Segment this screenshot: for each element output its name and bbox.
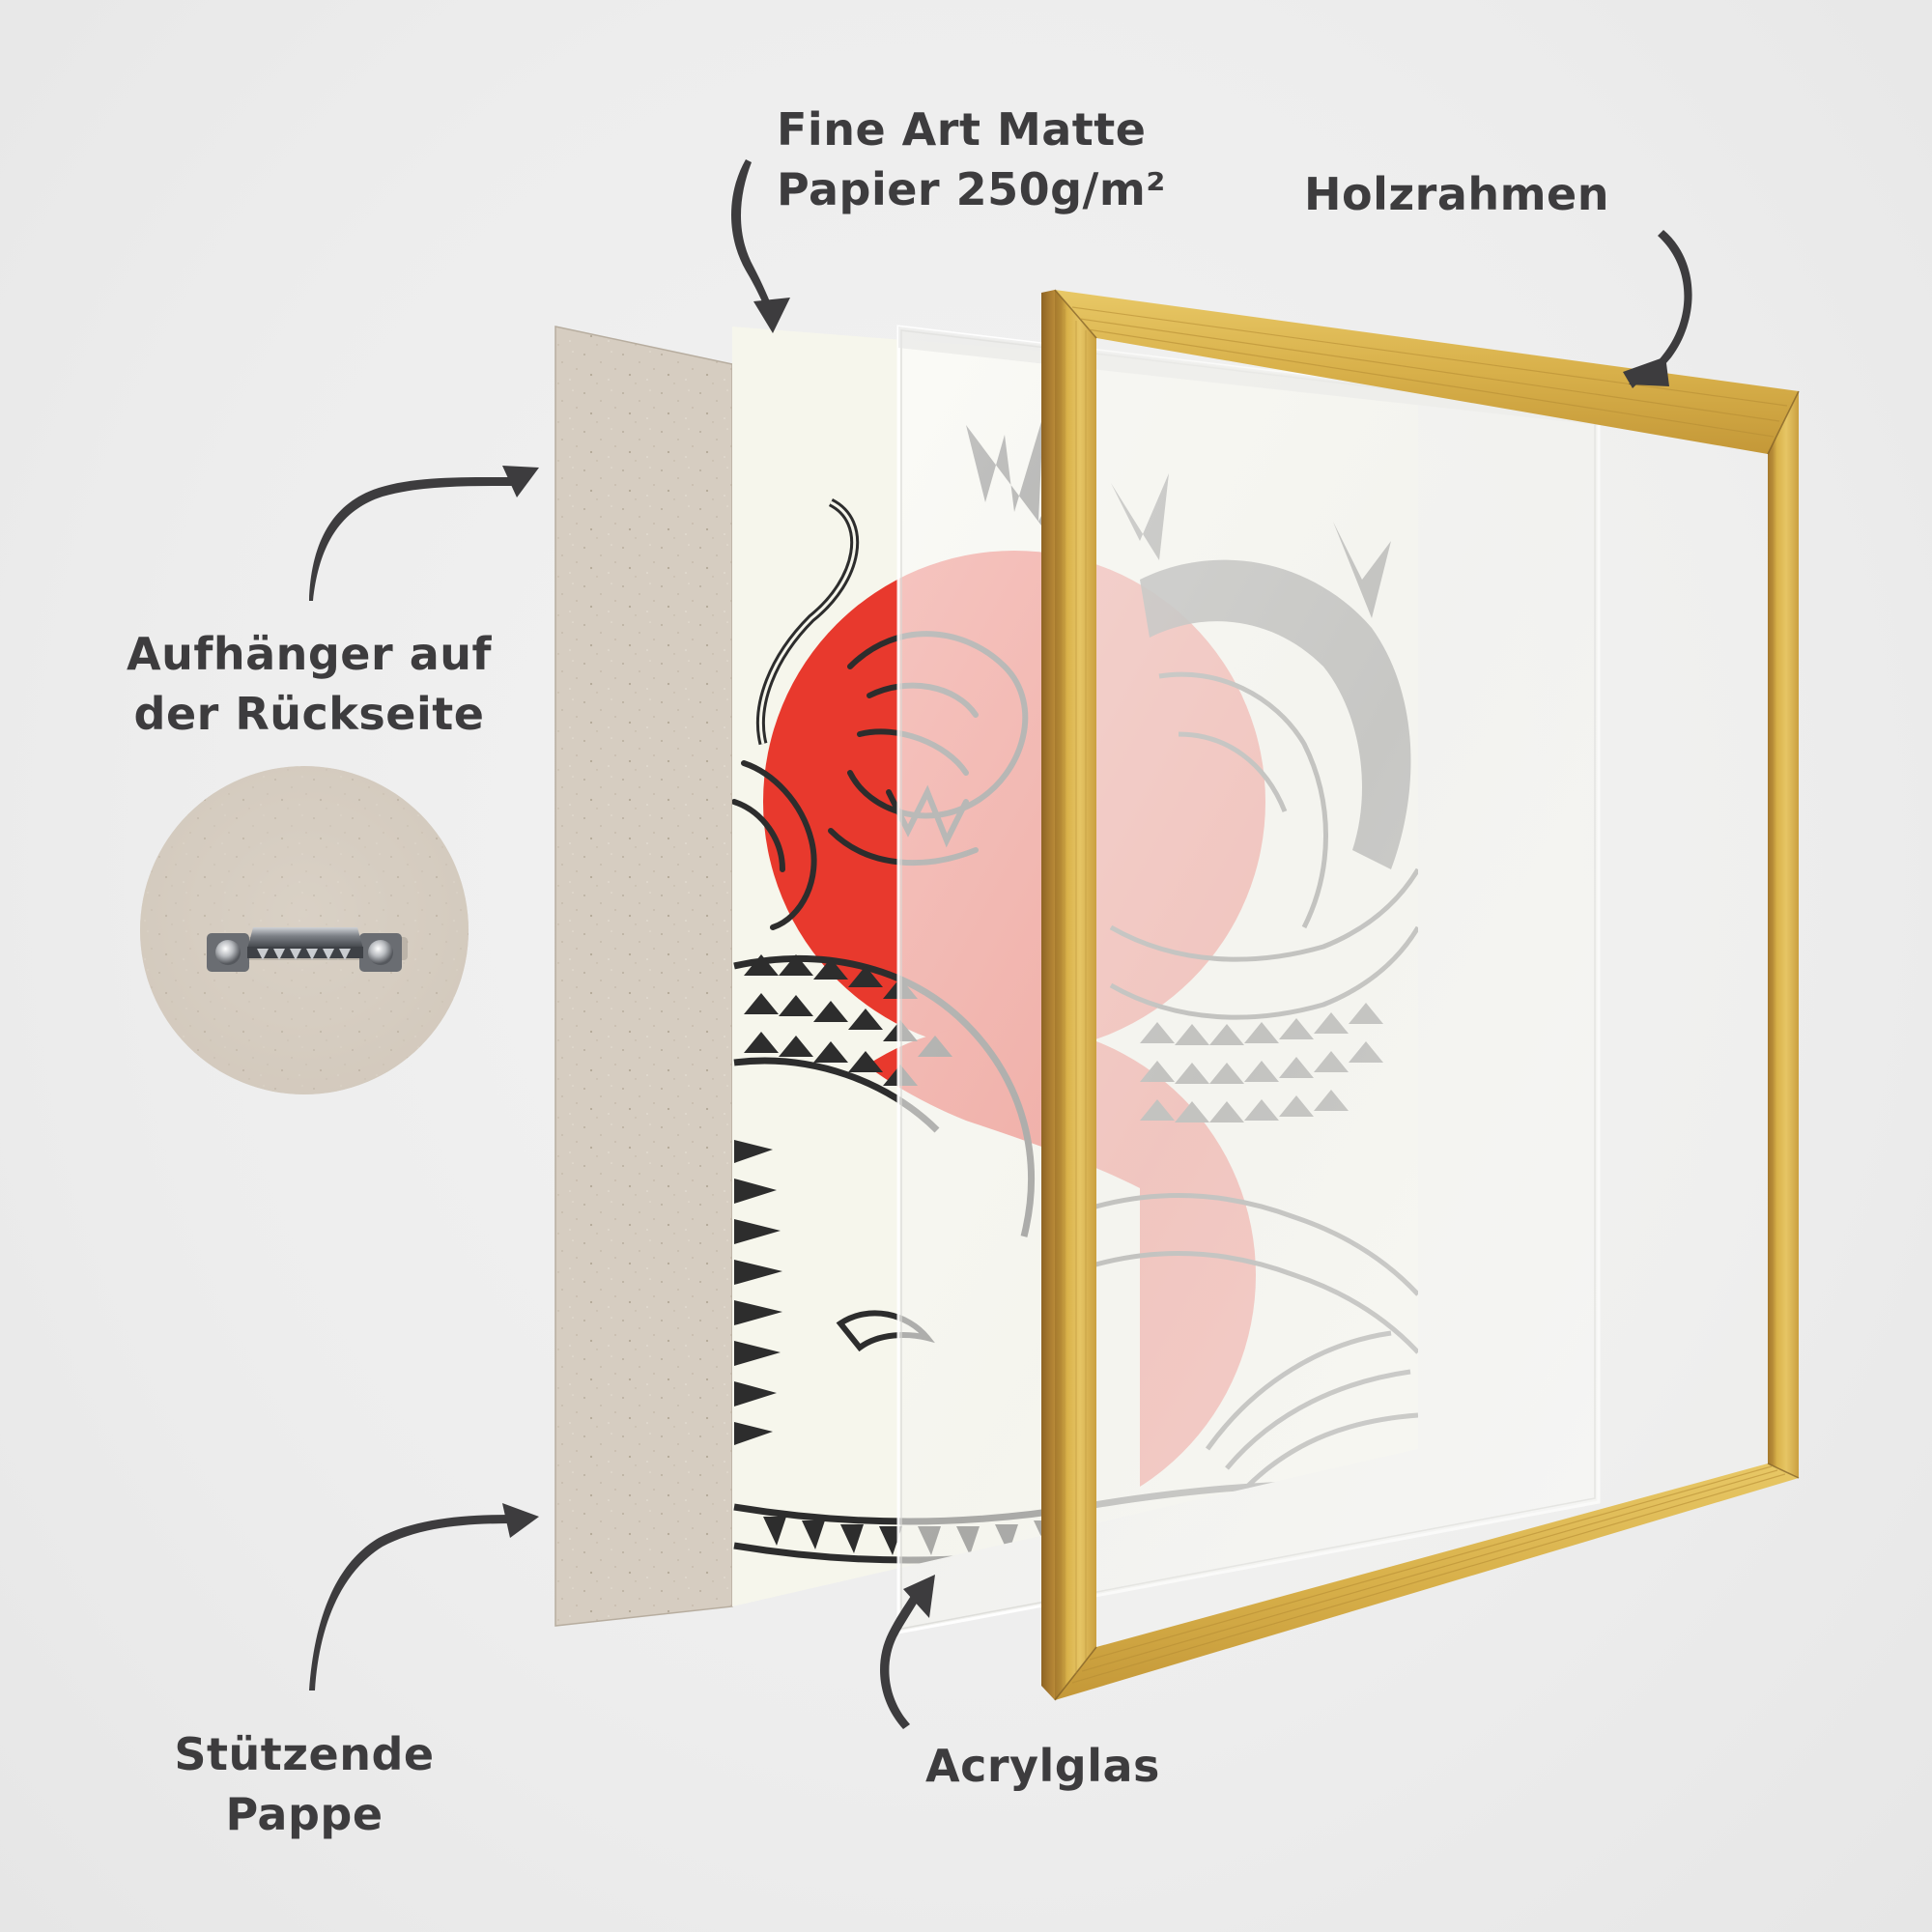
label-hanger: Aufhänger auf der Rückseite	[106, 624, 512, 744]
label-hanger-line-2: der Rückseite	[133, 688, 485, 740]
label-backing-board: Stützende Pappe	[155, 1724, 454, 1844]
arrow-glass-icon	[880, 1575, 935, 1729]
hanger-detail-inset	[140, 766, 469, 1094]
label-backing-board-line-2: Pappe	[225, 1788, 384, 1840]
label-wood-frame-line-1: Holzrahmen	[1304, 168, 1609, 220]
arrow-hanger-icon	[309, 466, 539, 601]
label-art-paper: Fine Art Matte Papier 250g/m²	[777, 99, 1166, 219]
gold-wood-frame	[1041, 289, 1800, 1701]
label-art-paper-line-1: Fine Art Matte	[777, 103, 1147, 156]
cardboard-backing-layer	[554, 326, 733, 1627]
label-wood-frame: Holzrahmen	[1304, 164, 1609, 224]
label-acrylic-glass: Acrylglas	[925, 1736, 1160, 1796]
arrow-board-icon	[309, 1503, 539, 1690]
arrow-paper-icon	[731, 159, 790, 333]
callout-arrows	[309, 159, 1692, 1729]
label-art-paper-line-2: Papier 250g/m²	[777, 163, 1166, 215]
arrow-frame-icon	[1623, 230, 1692, 388]
label-acrylic-glass-line-1: Acrylglas	[925, 1740, 1160, 1792]
sawtooth-hanger-icon	[207, 927, 408, 972]
label-hanger-line-1: Aufhänger auf	[126, 628, 493, 680]
label-backing-board-line-1: Stützende	[174, 1728, 435, 1780]
